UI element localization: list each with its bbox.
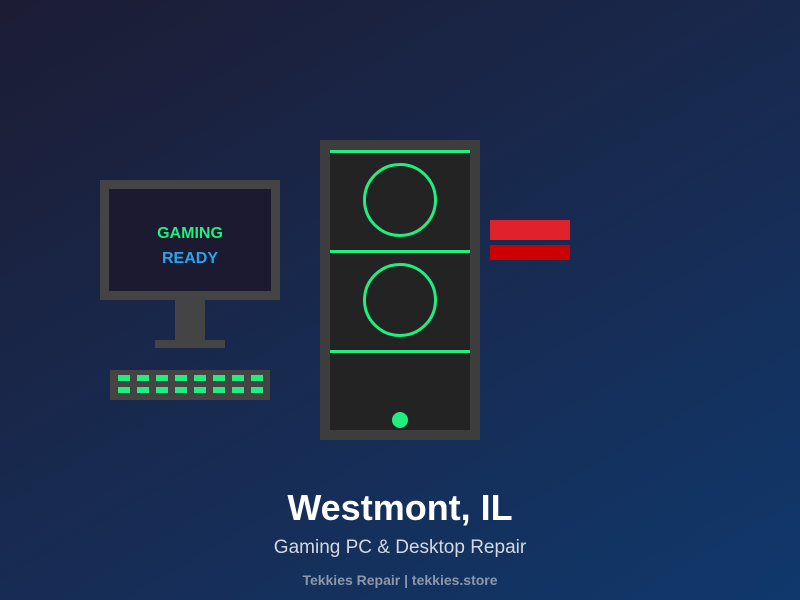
keyboard-key [251,375,263,381]
keyboard-key [232,387,244,393]
keyboard-key [213,387,225,393]
keyboard-key [251,387,263,393]
page-subtitle: Gaming PC & Desktop Repair [273,537,527,558]
keyboard-key [194,387,206,393]
monitor-stand-neck [175,300,205,340]
keyboard-key [118,387,130,393]
keyboard-key [118,375,130,381]
page-title: Westmont, IL [287,487,513,528]
keyboard-key [213,375,225,381]
footer-brand: Tekkies Repair | tekkies.store [302,572,498,588]
tower-led-strip-middle [330,250,470,253]
keyboard-key [175,375,187,381]
monitor-stand-base [155,340,225,348]
keyboard-key [156,387,168,393]
power-led-icon [392,412,408,428]
monitor-screen: GAMING READY [109,189,271,291]
keyboard-key [232,375,244,381]
keyboard-key [137,387,149,393]
keyboard-key [175,387,187,393]
keyboard-key [156,375,168,381]
keyboard-key [194,375,206,381]
keyboard-icon [110,370,270,400]
cooling-fan-icon [363,263,437,337]
ram-stick-icon [490,245,570,260]
screen-text-gaming: GAMING [157,225,223,242]
tower-led-strip-bottom [330,350,470,353]
tower-led-strip-top [330,150,470,153]
keyboard-key [137,375,149,381]
screen-text-ready: READY [161,250,218,267]
ram-stick-icon [490,220,570,240]
cooling-fan-icon [363,163,437,237]
